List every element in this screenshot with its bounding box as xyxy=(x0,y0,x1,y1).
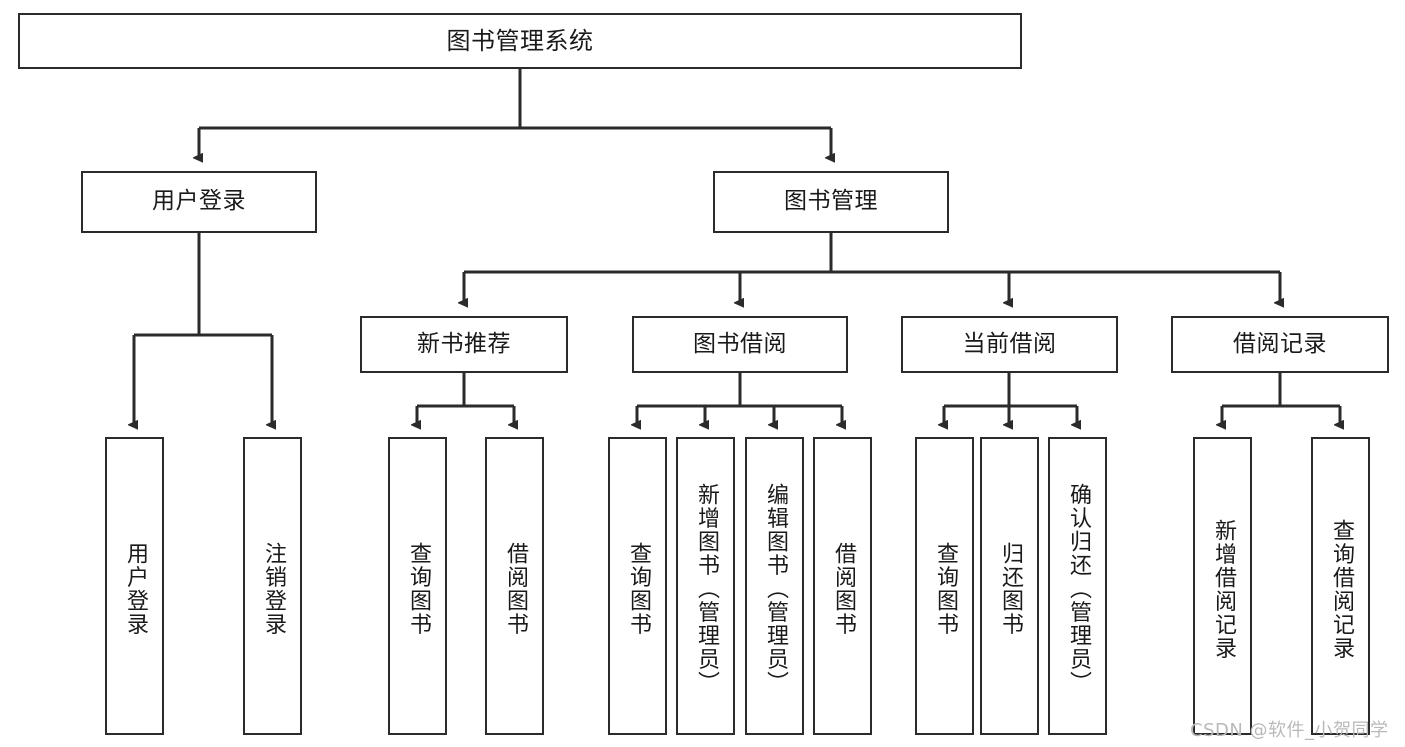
node-label: 确认归还（管理员） xyxy=(1065,483,1091,695)
node-current-borrow[interactable]: 当前借阅 xyxy=(901,316,1118,373)
node-root-system[interactable]: 图书管理系统 xyxy=(18,13,1022,69)
node-label: 归还图书 xyxy=(997,542,1023,636)
node-label: 图书管理 xyxy=(784,188,878,215)
leaf-query-book-current[interactable]: 查询图书 xyxy=(915,437,974,735)
node-label: 当前借阅 xyxy=(962,330,1057,357)
node-label: 新增图书（管理员） xyxy=(693,483,719,695)
node-label: 查询借阅记录 xyxy=(1328,518,1354,660)
leaf-query-borrow-record[interactable]: 查询借阅记录 xyxy=(1311,437,1370,735)
leaf-borrow-book-newbook[interactable]: 借阅图书 xyxy=(485,437,544,735)
leaf-borrow-book[interactable]: 借阅图书 xyxy=(813,437,872,735)
leaf-logout[interactable]: 注销登录 xyxy=(243,437,302,735)
node-label: 用户登录 xyxy=(122,542,148,636)
node-book-management[interactable]: 图书管理 xyxy=(713,171,949,233)
leaf-add-book-admin[interactable]: 新增图书（管理员） xyxy=(676,437,735,735)
leaf-add-borrow-record[interactable]: 新增借阅记录 xyxy=(1193,437,1252,735)
node-book-borrow[interactable]: 图书借阅 xyxy=(632,316,848,373)
leaf-user-login[interactable]: 用户登录 xyxy=(105,437,164,735)
leaf-edit-book-admin[interactable]: 编辑图书（管理员） xyxy=(745,437,804,735)
node-user-login[interactable]: 用户登录 xyxy=(81,171,317,233)
node-label: 编辑图书（管理员） xyxy=(762,483,788,695)
leaf-return-book[interactable]: 归还图书 xyxy=(980,437,1039,735)
node-label: 查询图书 xyxy=(932,542,958,636)
node-label: 借阅图书 xyxy=(830,542,856,636)
leaf-confirm-return-admin[interactable]: 确认归还（管理员） xyxy=(1048,437,1107,735)
leaf-query-book-borrow[interactable]: 查询图书 xyxy=(608,437,667,735)
node-label: 用户登录 xyxy=(152,188,246,215)
node-new-book-recommend[interactable]: 新书推荐 xyxy=(360,316,568,373)
node-label: 新书推荐 xyxy=(417,330,511,357)
node-label: 注销登录 xyxy=(260,542,286,636)
leaf-query-book-newbook[interactable]: 查询图书 xyxy=(388,437,447,735)
node-label: 借阅图书 xyxy=(502,542,528,636)
node-label: 新增借阅记录 xyxy=(1210,518,1236,660)
node-label: 借阅记录 xyxy=(1233,330,1327,357)
node-label: 图书借阅 xyxy=(693,330,787,357)
node-label: 查询图书 xyxy=(405,542,431,636)
node-borrow-records[interactable]: 借阅记录 xyxy=(1171,316,1389,373)
csdn-watermark: CSDN @软件_小贺同学 xyxy=(1190,720,1389,741)
node-label: 图书管理系统 xyxy=(446,26,594,55)
node-label: 查询图书 xyxy=(625,542,651,636)
